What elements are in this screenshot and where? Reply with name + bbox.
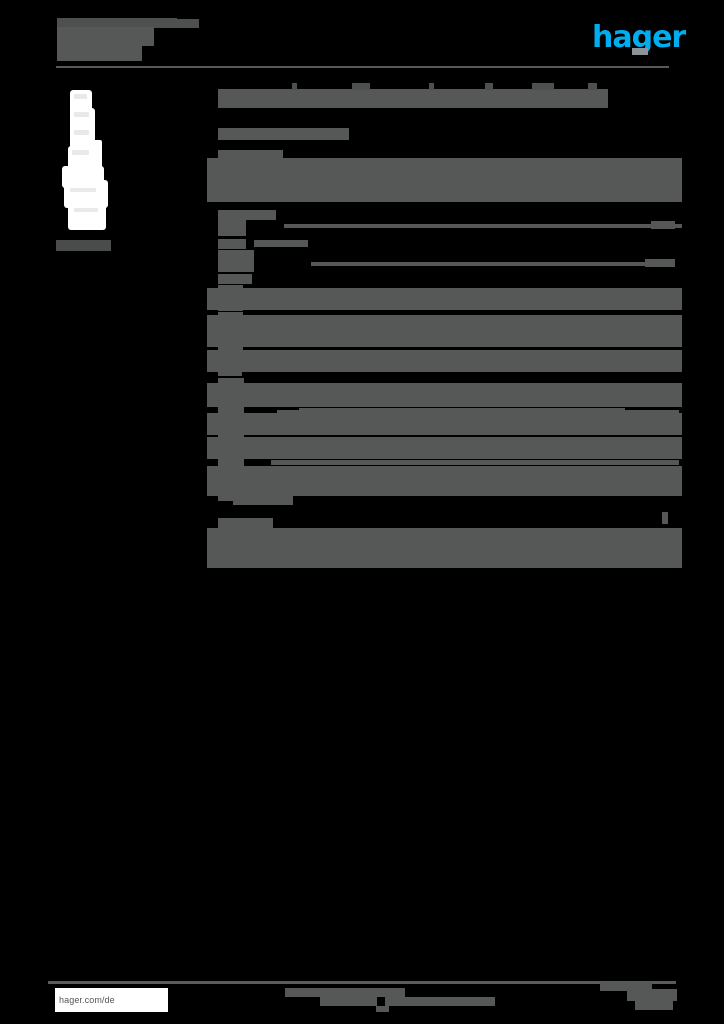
section-7-band — [207, 466, 682, 496]
row-3-value — [254, 240, 308, 247]
header-title-line-4 — [57, 44, 142, 61]
header-title-line-2 — [62, 19, 199, 28]
row-10-leader — [299, 408, 625, 413]
section-4-band — [207, 350, 682, 372]
page-title-ascenders-2 — [352, 83, 370, 90]
hager-logo: hager — [592, 20, 686, 55]
row-11-leader — [307, 426, 625, 431]
page-title-ascenders-6 — [588, 83, 597, 90]
row-13-value — [233, 492, 293, 505]
row-6-value — [247, 291, 265, 305]
row-12-label — [218, 433, 244, 463]
section-8-band — [207, 528, 682, 568]
product-image — [56, 88, 120, 236]
row-4-label — [218, 250, 254, 272]
row-4-leader — [311, 262, 673, 266]
page-title — [218, 89, 608, 108]
row-10-label — [218, 410, 244, 436]
row-12-leader — [271, 460, 679, 465]
header-divider — [56, 66, 669, 68]
footer-center-line-2 — [320, 997, 377, 1006]
product-image-caption — [56, 240, 111, 251]
section-3-band — [207, 315, 682, 347]
footer-center-line-1 — [285, 988, 405, 997]
footer-url-link[interactable]: hager.com/de — [59, 995, 115, 1005]
row-2-value — [651, 221, 675, 229]
footer-divider — [48, 981, 676, 984]
row-2-label — [218, 212, 246, 236]
page-title-ascenders — [292, 83, 297, 90]
page-title-ascenders-4 — [485, 83, 493, 90]
header-title-line-3 — [57, 27, 154, 46]
row-4-value — [645, 259, 675, 267]
main-content — [207, 0, 682, 1024]
page-subtitle — [218, 128, 349, 140]
row-3-label — [218, 239, 246, 249]
section-8-heading-end — [662, 512, 668, 524]
section-1-heading — [218, 150, 283, 158]
section-8-heading — [218, 518, 273, 528]
section-1-band — [207, 158, 682, 202]
row-6-label — [218, 285, 243, 311]
row-9-label — [218, 378, 244, 410]
footer-page-bar-3 — [635, 1001, 673, 1010]
row-2-leader — [284, 224, 682, 228]
footer-center-line-4 — [376, 1006, 389, 1012]
row-1-label — [218, 210, 276, 220]
row-5-label — [218, 274, 252, 284]
footer-page-bar-2 — [627, 989, 677, 1001]
page-title-ascenders-3 — [429, 83, 434, 90]
row-8-label — [218, 348, 242, 376]
hager-logo-shadow — [632, 48, 648, 55]
footer-url-box[interactable] — [55, 988, 168, 1012]
page-title-ascenders-5 — [532, 83, 554, 90]
section-5-band — [207, 383, 682, 407]
section-2-band — [207, 288, 682, 310]
footer-page-bar-1 — [600, 982, 652, 991]
row-7-label — [218, 312, 243, 350]
section-6-band — [207, 437, 682, 459]
section-5b-band — [207, 413, 682, 435]
footer-center-line-3 — [385, 997, 495, 1006]
